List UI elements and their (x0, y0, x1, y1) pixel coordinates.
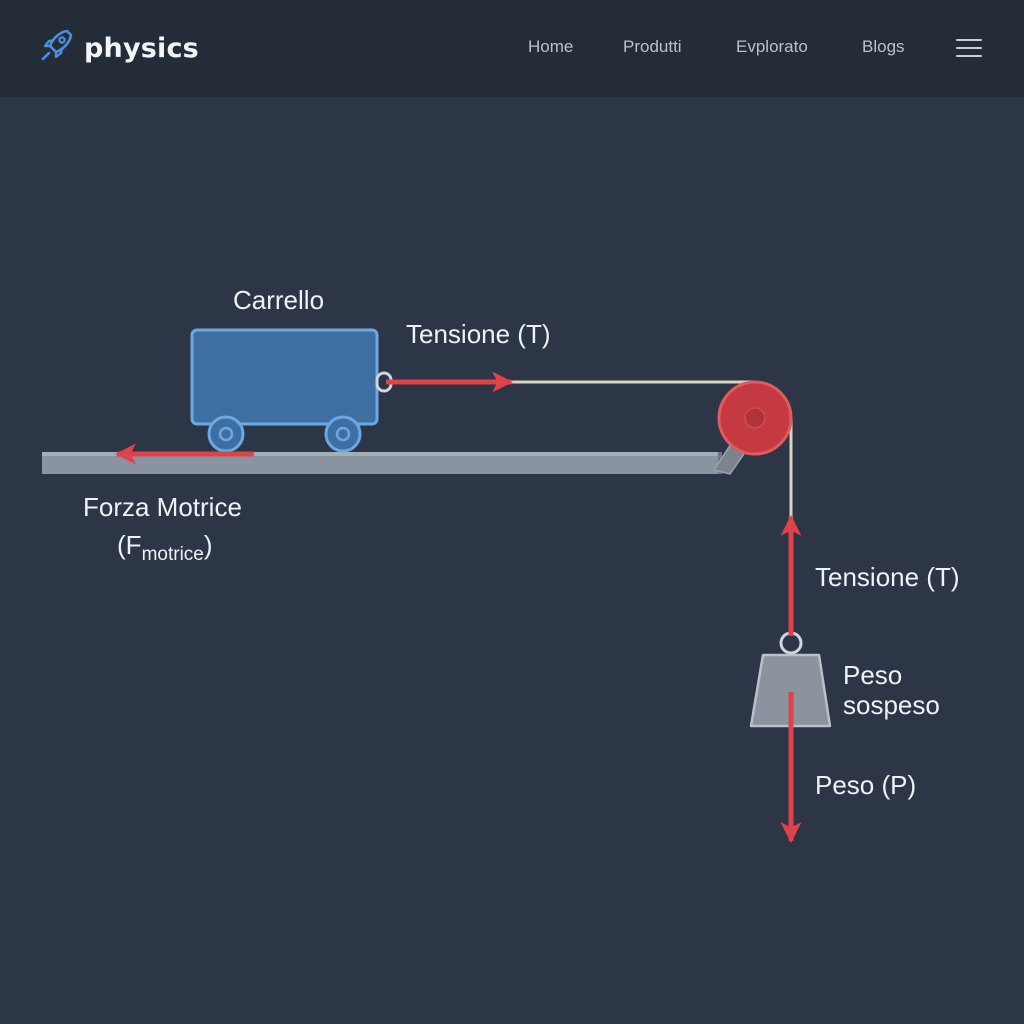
brand-logo[interactable]: physics (40, 28, 199, 68)
nav-item-home[interactable]: Home (528, 37, 574, 56)
nav-item-blogs[interactable]: Blogs (862, 37, 905, 56)
driving-force-label: Forza Motrice (83, 492, 242, 522)
hanging-weight-label-line1: Peso (843, 660, 903, 690)
driving-force-subscript: motrice (141, 544, 204, 565)
hanging-weight-label-line2: sospeso (843, 690, 940, 720)
rocket-icon (40, 28, 74, 68)
cart-label: Carrello (233, 285, 325, 315)
brand-name: physics (84, 32, 199, 64)
rope (508, 380, 793, 520)
cart-wheel-right (324, 415, 362, 453)
cart (190, 328, 393, 453)
tension-weight-label: Tensione (T) (815, 562, 960, 592)
nav-item-produtti[interactable]: Produtti (623, 37, 682, 56)
nav-links: Home Produtti Evplorato Blogs (0, 0, 1024, 97)
weight-force-label: Peso (P) (815, 770, 917, 800)
cart-wheel-left (207, 415, 245, 453)
diagram-area (0, 97, 1024, 1024)
pulley (717, 380, 793, 456)
nav-item-evplorato[interactable]: Evplorato (736, 37, 808, 56)
driving-force-symbol: (Fmotrice) (117, 530, 213, 565)
hamburger-icon[interactable] (956, 37, 982, 59)
tension-cart-label: Tensione (T) (406, 319, 551, 349)
top-navbar: physics Home Produtti Evplorato Blogs (0, 0, 1024, 97)
